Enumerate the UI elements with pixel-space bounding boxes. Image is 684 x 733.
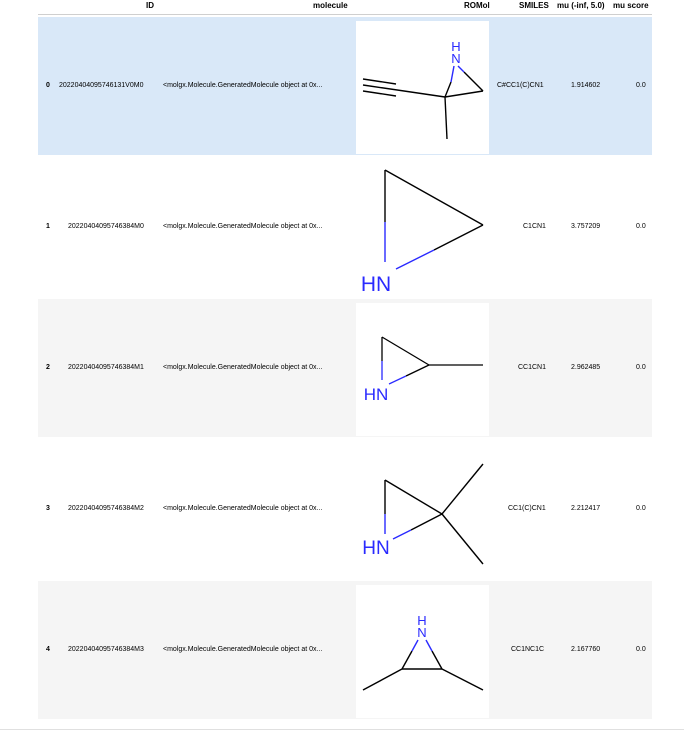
row-index: 3 xyxy=(46,505,50,512)
table-row[interactable]: 2 20220404095746384M1 <molgx.Molecule.Ge… xyxy=(38,299,652,437)
molecule-structure-image: H N xyxy=(356,585,489,718)
header-mu-score: mu score xyxy=(613,1,649,10)
row-molecule: <molgx.Molecule.GeneratedMolecule object… xyxy=(163,505,323,512)
row-molecule: <molgx.Molecule.GeneratedMolecule object… xyxy=(163,223,323,230)
svg-text:H: H xyxy=(417,613,426,628)
row-smiles: CC1CN1 xyxy=(518,364,547,371)
table-row[interactable]: 4 20220404095746384M3 <molgx.Molecule.Ge… xyxy=(38,581,652,719)
molecule-structure-image: HN xyxy=(356,303,489,436)
molecule-structure-image: H N xyxy=(356,21,489,154)
row-molecule: <molgx.Molecule.GeneratedMolecule object… xyxy=(163,82,323,89)
row-index: 0 xyxy=(46,82,50,89)
dimethyl-aziridine-cis-icon: H N xyxy=(362,613,484,691)
output-divider xyxy=(0,729,684,730)
row-mu: 2.212417 xyxy=(571,505,601,512)
row-id: 20220404095746384M3 xyxy=(68,646,144,653)
row-smiles: CC1NC1C xyxy=(511,646,545,653)
row-mu-score: 0.0 xyxy=(636,223,646,230)
svg-text:N: N xyxy=(417,625,426,640)
svg-text:HN: HN xyxy=(364,385,389,404)
row-id: 20220404095746384M2 xyxy=(68,505,144,512)
header-smiles: SMILES xyxy=(519,1,549,10)
dimethyl-aziridine-icon: HN xyxy=(362,463,484,565)
svg-text:HN: HN xyxy=(361,273,391,295)
row-mu-score: 0.0 xyxy=(636,646,646,653)
row-mu: 2.962485 xyxy=(571,364,601,371)
row-index: 2 xyxy=(46,364,50,371)
header-divider xyxy=(38,14,652,15)
table-row[interactable]: 1 20220404095746384M0 <molgx.Molecule.Ge… xyxy=(38,158,652,296)
molecule-structure-image: HN xyxy=(356,444,489,577)
header-id: ID xyxy=(146,1,154,10)
svg-text:HN: HN xyxy=(362,538,389,559)
row-id: 20220404095746384M1 xyxy=(68,364,144,371)
row-smiles: CC1(C)CN1 xyxy=(508,505,546,512)
molecule-structure-image: HN xyxy=(356,162,489,295)
svg-text:N: N xyxy=(451,51,460,66)
methyl-aziridine-icon: HN xyxy=(364,336,483,404)
header-romol: ROMol xyxy=(464,1,490,10)
row-mu-score: 0.0 xyxy=(636,505,646,512)
table-row[interactable]: 3 20220404095746384M2 <molgx.Molecule.Ge… xyxy=(38,440,652,578)
row-index: 1 xyxy=(46,223,50,230)
aziridine-icon: HN xyxy=(361,169,484,295)
row-molecule: <molgx.Molecule.GeneratedMolecule object… xyxy=(163,364,323,371)
header-molecule: molecule xyxy=(313,1,348,10)
header-mu: mu (-inf, 5.0) xyxy=(557,1,605,10)
ethynyl-methyl-aziridine-icon: H N xyxy=(362,39,484,140)
row-mu-score: 0.0 xyxy=(636,82,646,89)
row-smiles: C#CC1(C)CN1 xyxy=(497,82,544,89)
svg-text:H: H xyxy=(451,39,460,54)
row-index: 4 xyxy=(46,646,50,653)
row-molecule: <molgx.Molecule.GeneratedMolecule object… xyxy=(163,646,323,653)
row-mu: 3.757209 xyxy=(571,223,601,230)
row-mu: 1.914602 xyxy=(571,82,601,89)
row-mu: 2.167760 xyxy=(571,646,601,653)
table-row[interactable]: 0 20220404095746131V0M0 <molgx.Molecule.… xyxy=(38,17,652,155)
row-id: 20220404095746131V0M0 xyxy=(59,82,144,89)
row-smiles: C1CN1 xyxy=(523,223,546,230)
row-id: 20220404095746384M0 xyxy=(68,223,144,230)
row-mu-score: 0.0 xyxy=(636,364,646,371)
